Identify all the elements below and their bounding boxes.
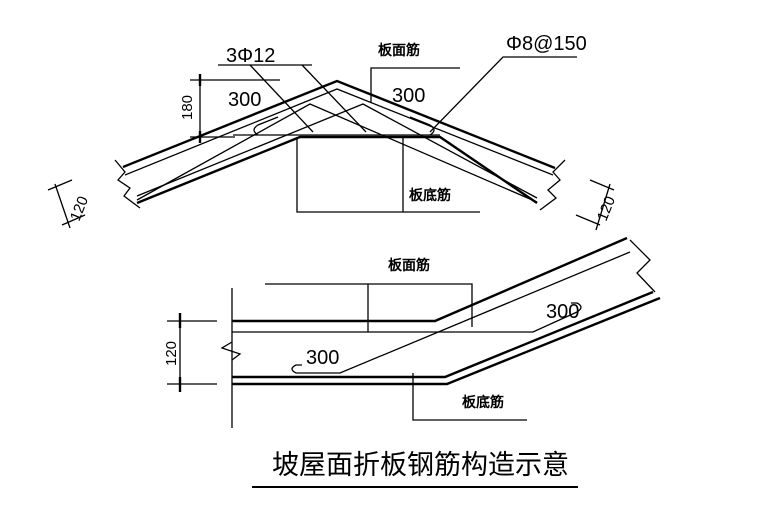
drawing-title: 坡屋面折板钢筋构造示意	[272, 450, 569, 481]
top-bar-label-2: 板面筋	[388, 257, 430, 274]
leader-3phi12	[249, 64, 314, 133]
slab-bottom	[136, 135, 538, 205]
bottom-bar-label-2: 板底筋	[462, 394, 504, 411]
thickness-dim-right: 120	[594, 194, 619, 224]
leader-stirrup	[429, 56, 577, 133]
height-dim: 180	[179, 95, 196, 120]
fold-slab	[220, 236, 661, 428]
stirrup-spec-label: Φ8@150	[506, 33, 587, 55]
leader-top-bar	[370, 67, 460, 103]
anchor-length-right-2: 300	[546, 301, 579, 323]
rebar-spec-label: 3Φ12	[226, 45, 275, 67]
leader-top-bar-2	[265, 283, 473, 327]
anchor-length-right: 300	[392, 85, 425, 107]
top-bar-label: 板面筋	[378, 42, 420, 59]
thickness-dim: 120	[163, 341, 180, 366]
leader-bottom-bar-2	[412, 373, 527, 421]
anchor-length-left-2: 300	[306, 347, 339, 369]
bottom-bar-label: 板底筋	[409, 187, 451, 204]
anchor-length-left: 300	[228, 89, 261, 111]
thickness-dim-left: 120	[67, 194, 92, 224]
support-box	[296, 137, 480, 213]
ridge-slab	[114, 79, 566, 211]
